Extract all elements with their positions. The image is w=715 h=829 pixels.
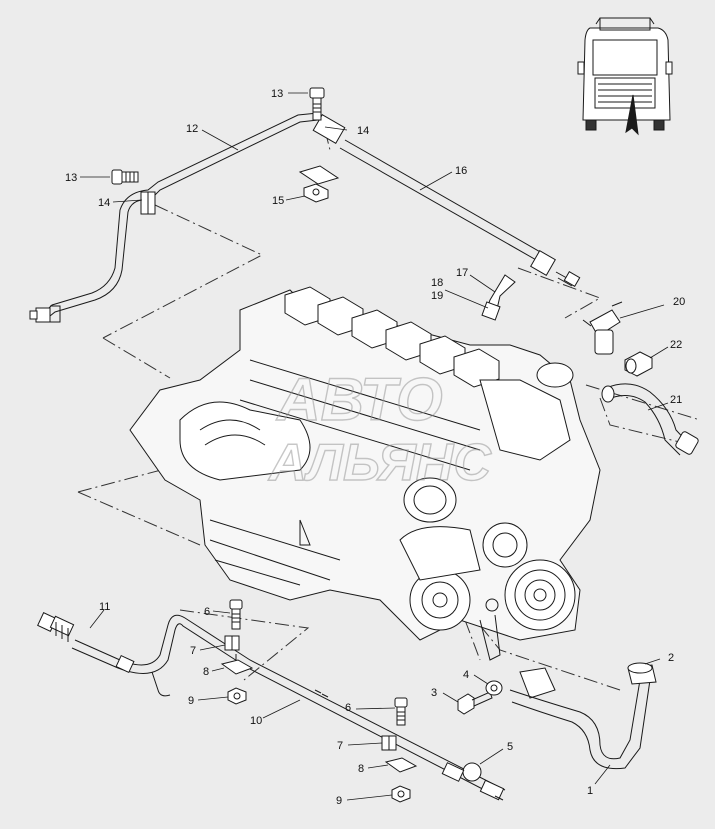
label-9-lower: 9 (336, 795, 342, 807)
bolt-6-lower (394, 697, 408, 726)
label-13-top: 13 (271, 88, 283, 100)
watermark: AВТО АЛЬЯНС (266, 365, 493, 492)
fuel-pipe-12 (29, 112, 319, 323)
fitting-22 (624, 351, 653, 377)
watermark-line2: АЛЬЯНС (267, 434, 492, 492)
bracket-15 (298, 165, 340, 203)
nut-9-upper (227, 687, 247, 705)
clip-7-upper (224, 635, 240, 651)
part-number-labels: 13 12 14 16 13 14 15 17 18 19 20 22 21 1… (65, 88, 685, 807)
label-3: 3 (431, 687, 437, 699)
label-9-upper: 9 (188, 695, 194, 707)
bolt-13-top (309, 87, 325, 121)
label-19: 19 (431, 290, 443, 302)
label-14-top: 14 (357, 125, 369, 137)
washer-4 (485, 680, 503, 696)
label-13-left: 13 (65, 172, 77, 184)
label-20: 20 (673, 296, 685, 308)
part-17 (481, 274, 516, 321)
label-12: 12 (186, 123, 198, 135)
label-6-lower: 6 (345, 702, 351, 714)
valve-20 (582, 301, 623, 355)
label-16: 16 (455, 165, 467, 177)
label-7-lower: 7 (337, 740, 343, 752)
label-18: 18 (431, 277, 443, 289)
engine-assembly (129, 286, 601, 661)
label-4: 4 (463, 669, 469, 681)
vehicle-front-thumbnail (577, 17, 673, 136)
label-1: 1 (587, 785, 593, 797)
fuel-pipe-16 (312, 114, 581, 288)
label-6-upper: 6 (204, 606, 210, 618)
bracket-8-upper (220, 654, 254, 675)
label-8-upper: 8 (203, 666, 209, 678)
leader-lines (80, 92, 669, 801)
label-11: 11 (99, 601, 110, 613)
nut-9-lower (391, 785, 411, 803)
pipe-1 (509, 662, 657, 770)
bracket-8-lower (384, 757, 418, 773)
bolt-13-left (111, 169, 139, 185)
label-22: 22 (670, 339, 682, 351)
label-21: 21 (670, 394, 682, 406)
label-5: 5 (507, 741, 513, 753)
hose-21 (601, 383, 699, 456)
label-2: 2 (668, 652, 674, 664)
clip-7-lower (381, 735, 397, 751)
label-14-left: 14 (98, 197, 110, 209)
label-15: 15 (272, 195, 284, 207)
watermark-line1: AВТО (275, 366, 442, 433)
label-10: 10 (250, 715, 262, 727)
label-8-lower: 8 (358, 763, 364, 775)
bolt-3 (457, 691, 493, 715)
pipe-11 (37, 612, 506, 799)
label-17: 17 (456, 267, 468, 279)
label-7-upper: 7 (190, 645, 196, 657)
bolt-6-upper (229, 599, 243, 630)
fitting-5 (441, 762, 505, 801)
